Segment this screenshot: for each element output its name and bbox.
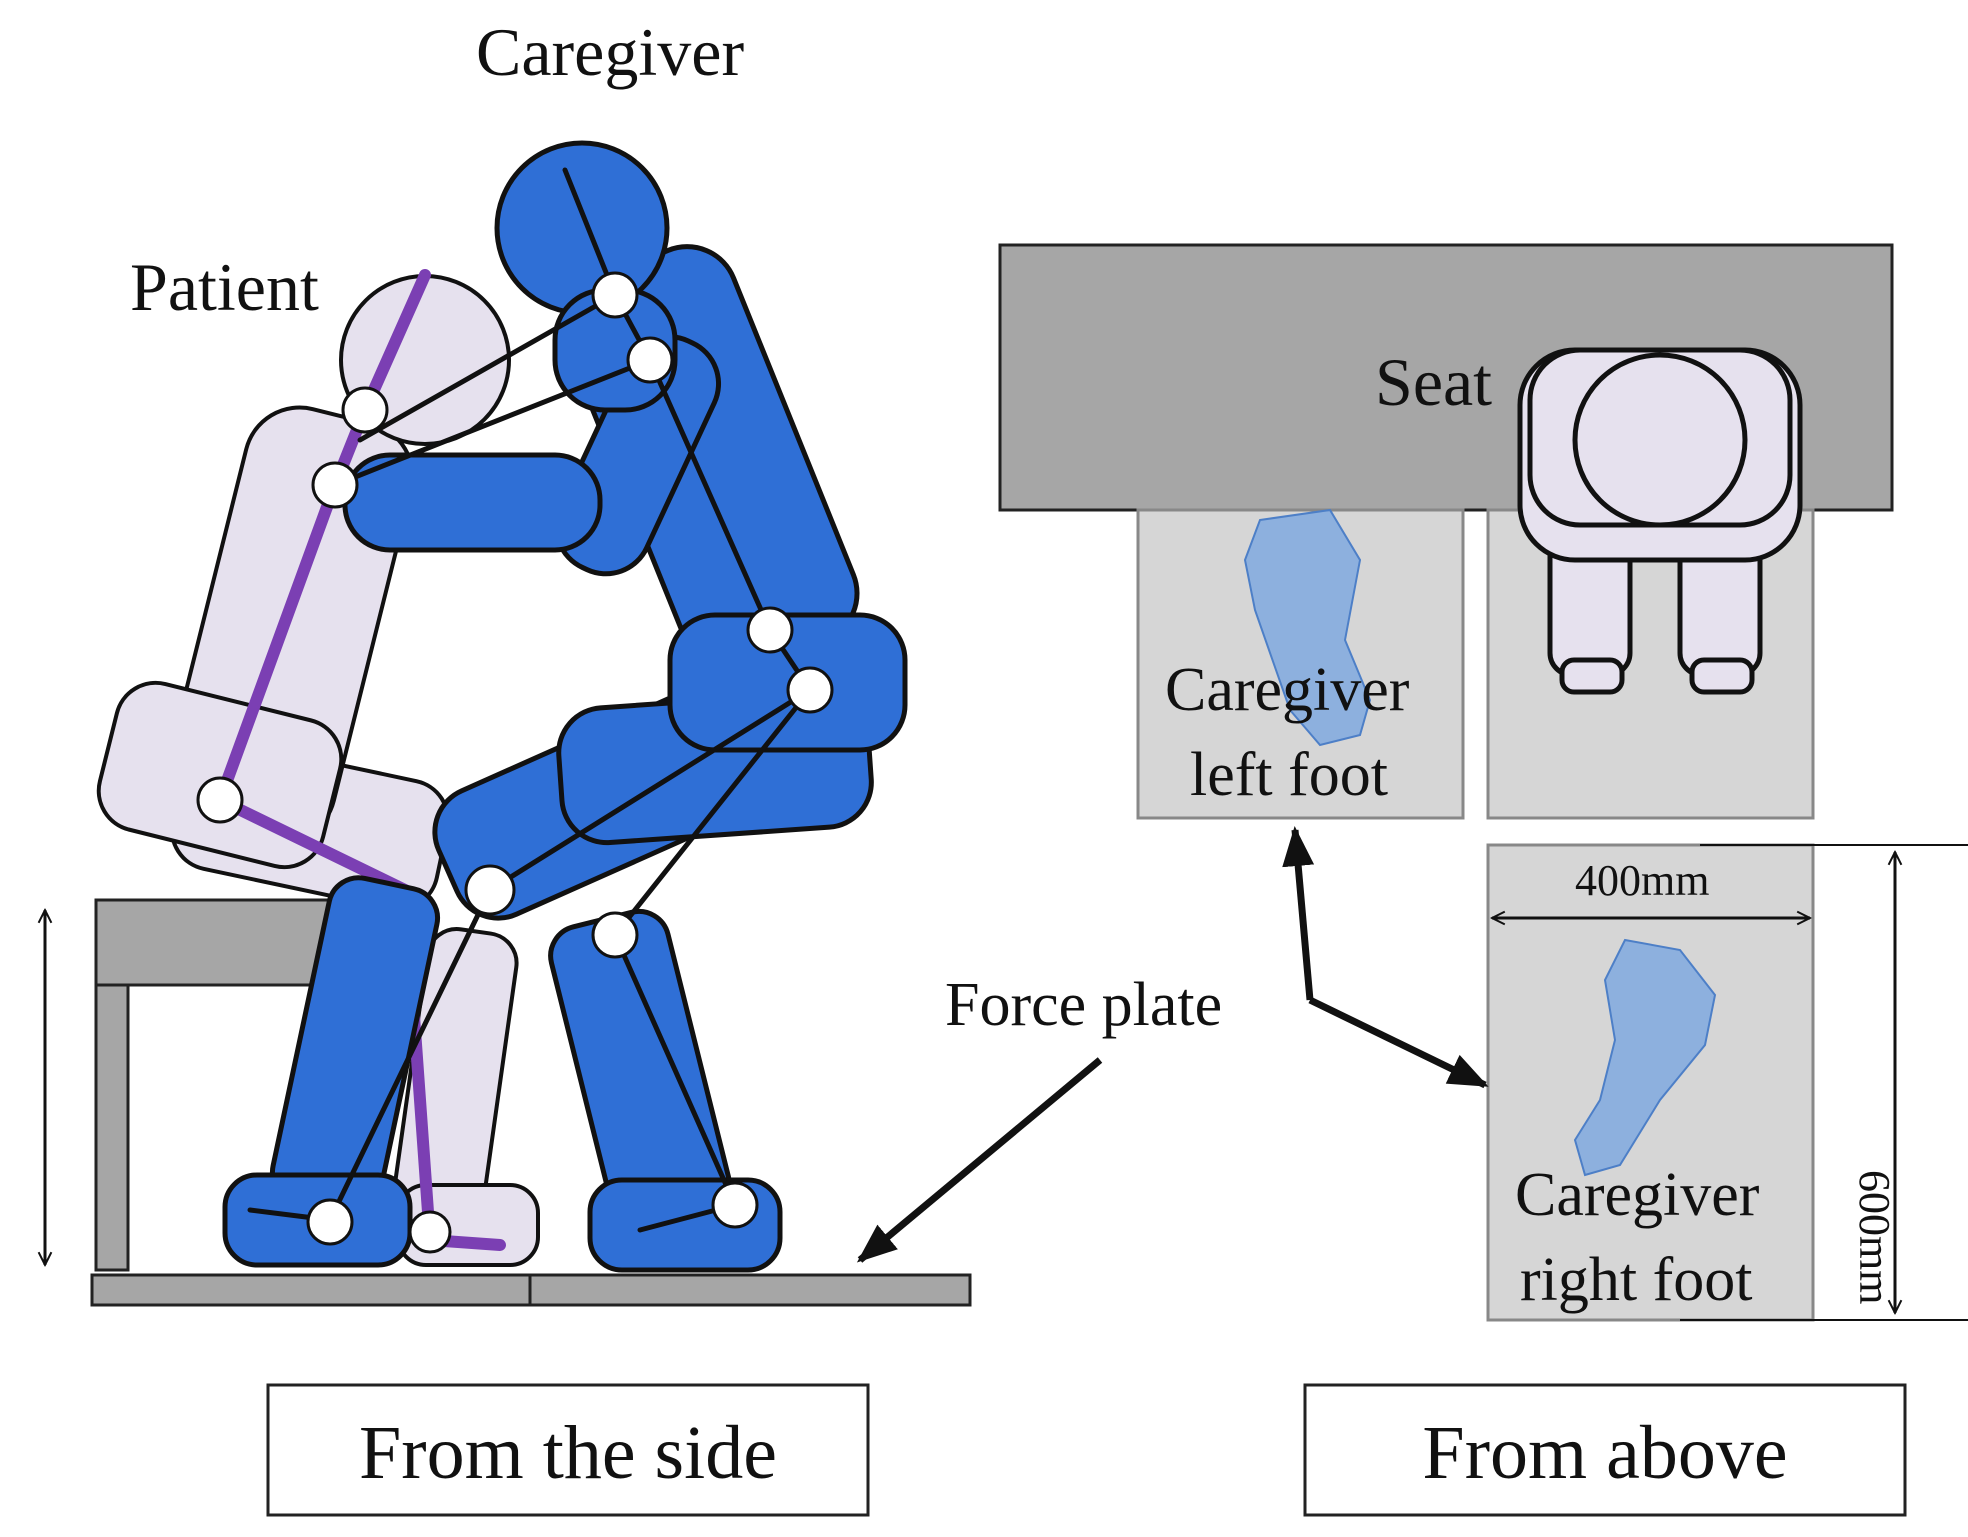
side-view: Caregiver Patient Force plate <box>45 14 1222 1307</box>
seat-label: Seat <box>1375 344 1492 420</box>
height-dimension-label: 600mm <box>1850 1170 1899 1304</box>
right-foot-label-line2: right foot <box>1520 1246 1752 1314</box>
top-force-plate-pointer <box>1282 826 1315 1001</box>
right-foot-label-line1: Caregiver <box>1515 1161 1760 1229</box>
joint-markers <box>196 271 834 1254</box>
top-force-plate-pointer-2 <box>1308 996 1489 1089</box>
top-view: Seat Caregiver left foot Caregiver right… <box>998 243 1968 1322</box>
patient-top <box>1517 347 1803 695</box>
view-caption-above: From above <box>1303 1383 1907 1517</box>
patient-label: Patient <box>130 249 319 325</box>
left-foot-label-line2: left foot <box>1190 741 1388 809</box>
view-above-label: From above <box>1422 1411 1787 1495</box>
force-plate-label: Force plate <box>945 971 1222 1039</box>
left-foot-label-line1: Caregiver <box>1165 656 1410 724</box>
caregiver-label: Caregiver <box>476 14 744 90</box>
right-footprint <box>1573 938 1717 1177</box>
side-force-plates <box>90 1273 972 1307</box>
left-footprint <box>1243 508 1372 747</box>
force-plate-pointer <box>856 1057 1103 1263</box>
width-dimension-label: 400mm <box>1575 856 1709 905</box>
view-caption-side: From the side <box>266 1383 870 1517</box>
view-side-label: From the side <box>359 1411 777 1495</box>
